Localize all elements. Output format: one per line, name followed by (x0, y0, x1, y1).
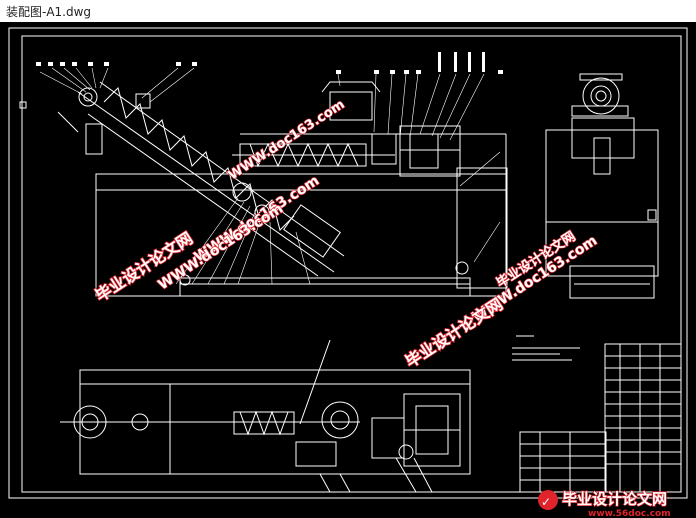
brand-logo-icon (538, 490, 558, 510)
document-title: 装配图-A1.dwg (6, 5, 92, 19)
inclined-screw-conveyor (57, 81, 345, 277)
front-view (19, 52, 508, 297)
side-view (545, 73, 659, 299)
watermark-site-d: WWW.doc163.com (226, 97, 347, 183)
brand-name: 毕业设计论文网 (562, 490, 667, 508)
technical-notes (512, 335, 580, 361)
parts-list-table (519, 343, 682, 493)
document-tab[interactable]: 装配图-A1.dwg (0, 0, 696, 23)
cad-drawing: WWW.doc163.com 毕业设计论文网 WWW.doc163.com 毕业… (8, 27, 688, 518)
drive-motor (399, 125, 461, 177)
brand-watermark: ✓ 毕业设计论文网 www.56doc.com (538, 489, 671, 518)
brand-url: www.56doc.com (588, 509, 671, 518)
drawing-canvas[interactable]: WWW.doc163.com 毕业设计论文网 WWW.doc163.com 毕业… (0, 22, 696, 518)
svg-text:✓: ✓ (541, 495, 551, 509)
watermark-cn-b: 毕业设计论文网 (402, 294, 506, 371)
inner-frame (21, 35, 682, 493)
plan-view (60, 339, 471, 493)
outer-frame (8, 27, 688, 499)
hopper (329, 91, 373, 121)
